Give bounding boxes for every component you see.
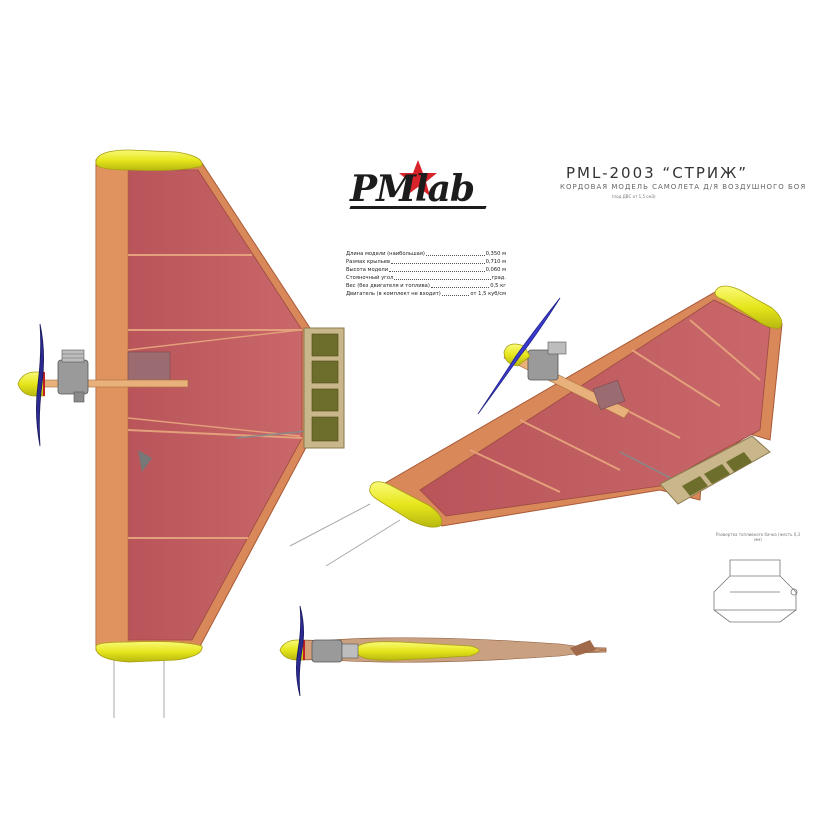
drawing-subtitle: КОРДОВАЯ МОДЕЛЬ САМОЛЕТА Д/Я ВОЗДУШНОГО … [560,183,807,191]
spec-row: Длина модели (наибольшая)0,350 м [346,251,506,257]
engine-icon [57,349,89,403]
isometric-view [289,285,783,567]
drawing-title: PML-2003 “СТРИЖ” [566,164,749,182]
spec-list: Длина модели (наибольшая)0,350 м Размах … [346,250,506,298]
wing-tip-bottom [95,641,203,663]
side-view [279,605,607,697]
wing-tip-top [95,149,203,171]
tank-template [713,559,798,623]
spec-row: Двигатель (в комплект не входит)от 1,5 к… [346,291,506,297]
template-caption: Развертка топливного бачка (жесть 0,3 мм… [715,532,801,542]
star-icon [399,160,437,196]
top-view [17,149,345,718]
logo-text: PMlab [350,168,475,210]
drawing-note: (под ДВС от 1,5 см3) [612,194,656,199]
spec-row: Вес (без двигателя и топлива)0,5 кг [346,283,506,289]
propeller-icon [36,323,44,447]
logo-underline [349,206,487,209]
